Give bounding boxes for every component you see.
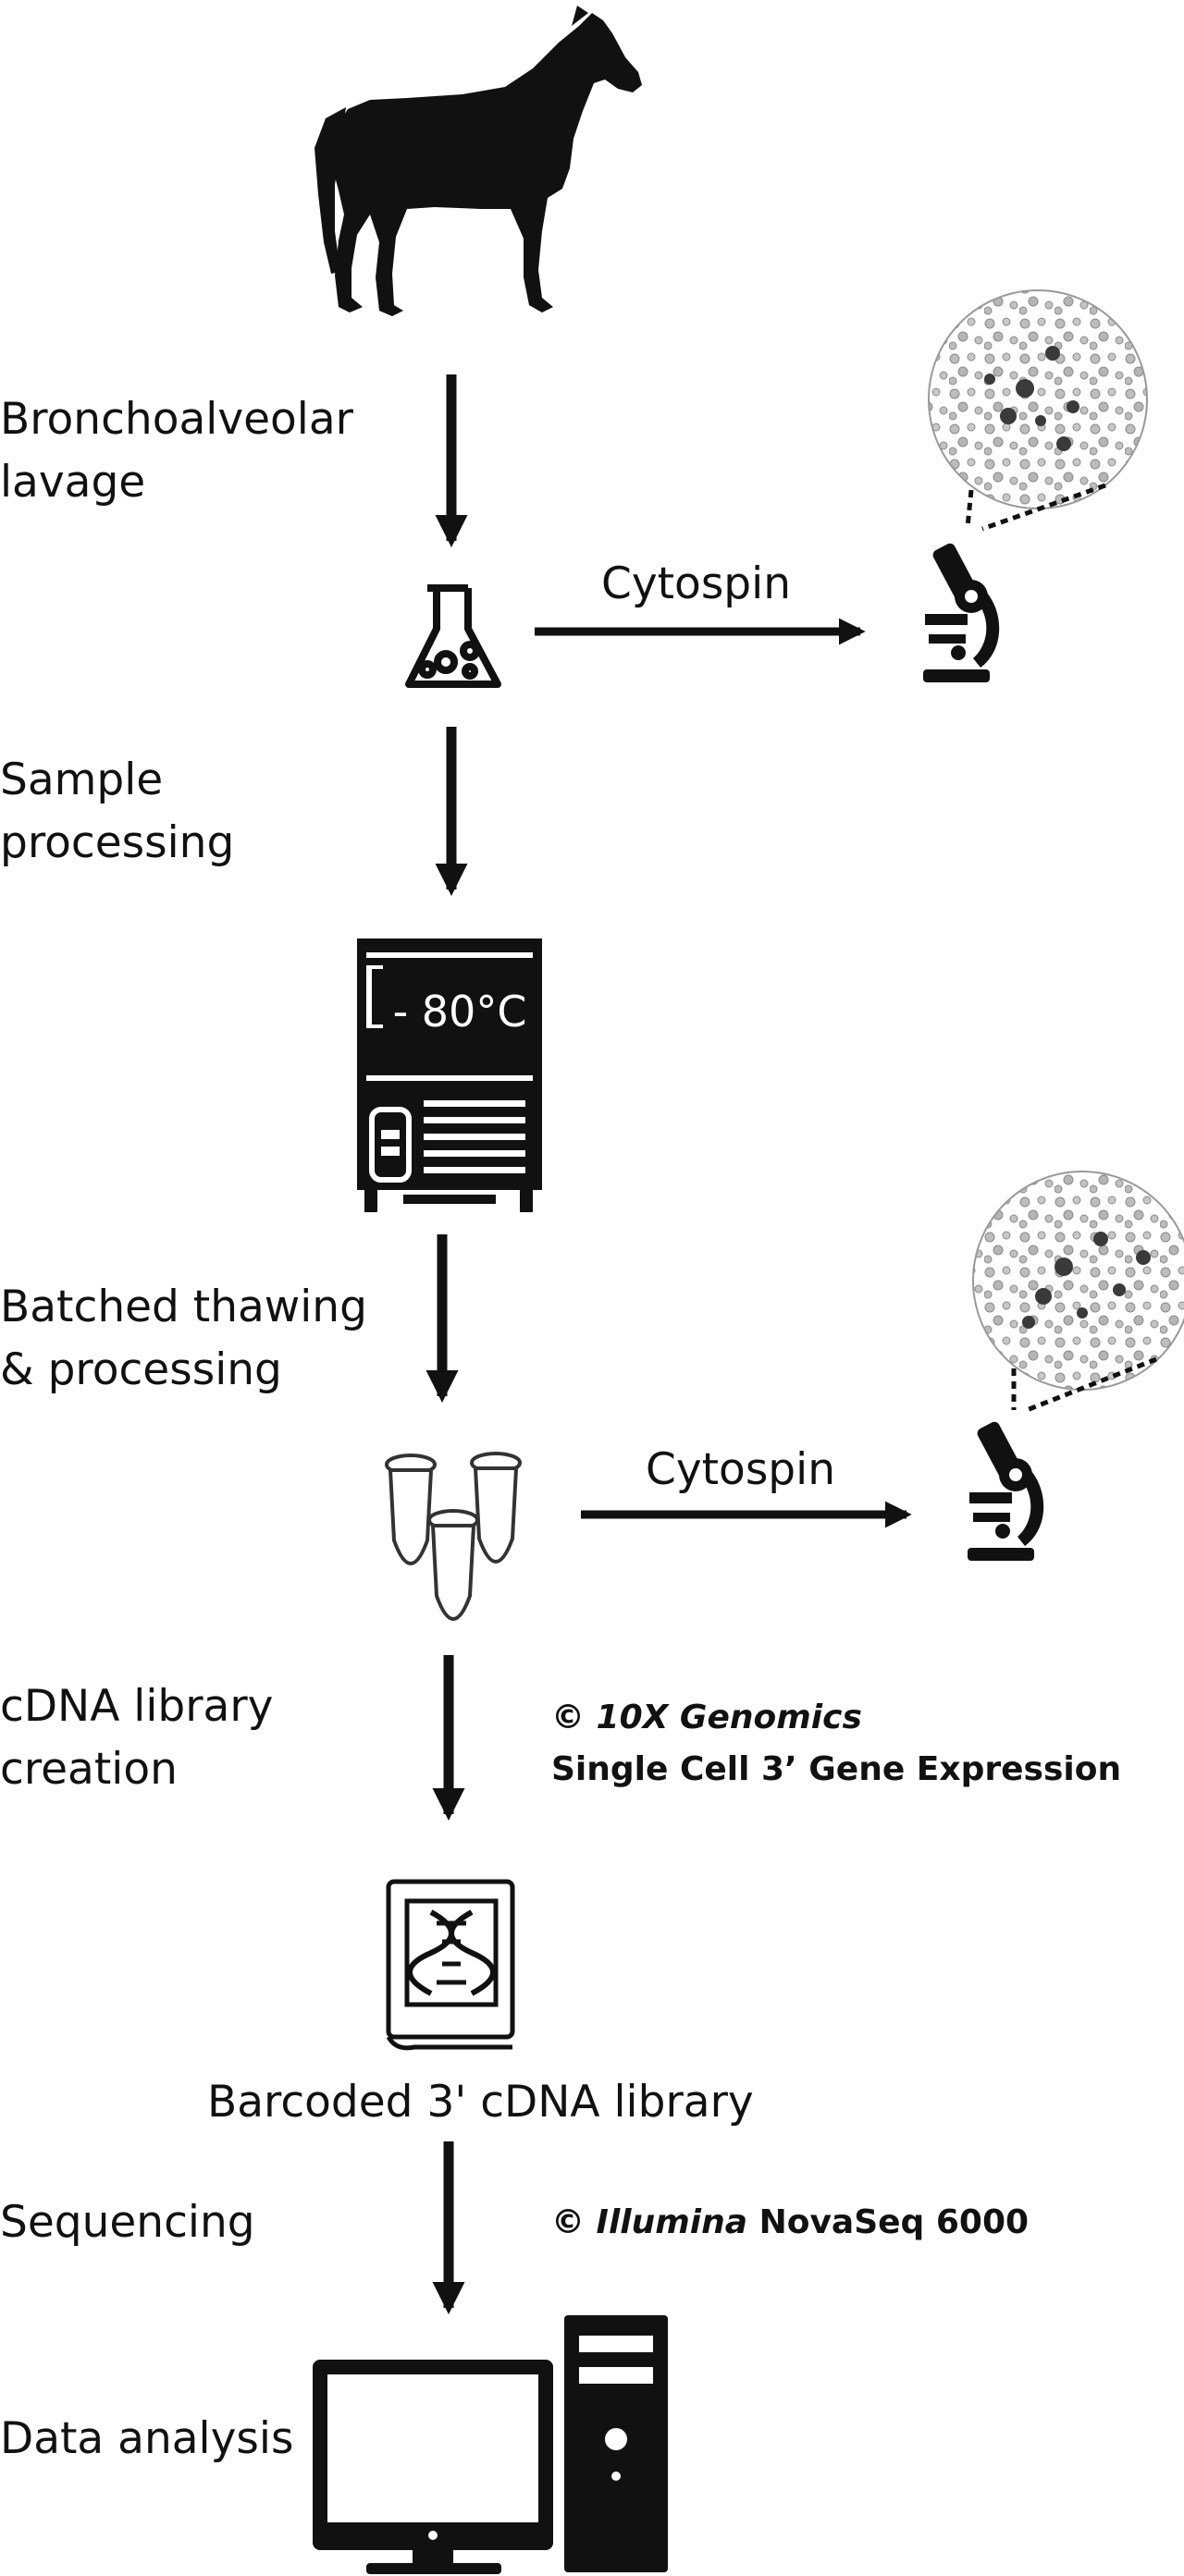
- step-label-line: creation: [0, 1744, 178, 1796]
- step-label-line: Sample: [0, 754, 164, 805]
- credit-product: Single Cell 3’ Gene Expression: [551, 1749, 1122, 1788]
- freezer-icon: - 80°C: [357, 938, 542, 1212]
- tubes-icon: [385, 1452, 522, 1621]
- step-label-line: processing: [0, 817, 235, 869]
- flask-icon: [405, 584, 501, 688]
- credit-10x-line1: © 10X Genomics: [551, 1692, 1121, 1744]
- step-label-line: Bronchoalveolar: [0, 394, 353, 445]
- freezer-temperature: - 80°C: [393, 987, 527, 1037]
- computer-icon: [313, 2315, 668, 2574]
- copyright-symbol: ©: [551, 2203, 585, 2241]
- step-label-line: cDNA library: [0, 1681, 274, 1732]
- step-label-bronchoalveolar-lavage: Bronchoalveolar lavage: [0, 388, 353, 514]
- horse-icon: [314, 6, 642, 316]
- library-caption: Barcoded 3' cDNA library: [207, 2077, 754, 2128]
- credit-illumina: © Illumina NovaSeq 6000: [551, 2197, 1029, 2249]
- microscope-icon-2: [968, 1171, 1184, 1561]
- step-label-sequencing: Sequencing: [0, 2191, 255, 2254]
- credit-10x-genomics: © 10X Genomics Single Cell 3’ Gene Expre…: [551, 1692, 1121, 1796]
- step-label-line: lavage: [0, 457, 146, 509]
- step-label-line: Data analysis: [0, 2413, 294, 2464]
- step-label-cdna-library: cDNA library creation: [0, 1675, 274, 1801]
- cytospin-label-1: Cytospin: [601, 558, 791, 609]
- microscope-icon-1: [923, 289, 1148, 682]
- step-label-batched-thawing: Batched thawing & processing: [0, 1276, 367, 1402]
- step-label-sample-processing: Sample processing: [0, 749, 234, 875]
- credit-brand: Illumina: [596, 2203, 748, 2241]
- cytospin-label-2: Cytospin: [646, 1444, 835, 1495]
- library-book-icon: [386, 1879, 515, 2051]
- step-label-line: Batched thawing: [0, 1282, 367, 1332]
- step-label-line: & processing: [0, 1344, 282, 1396]
- credit-brand: 10X Genomics: [596, 1699, 862, 1736]
- credit-product: NovaSeq 6000: [758, 2203, 1030, 2241]
- copyright-symbol: ©: [551, 1699, 585, 1736]
- step-label-data-analysis: Data analysis: [0, 2408, 293, 2471]
- step-label-line: Sequencing: [0, 2197, 255, 2248]
